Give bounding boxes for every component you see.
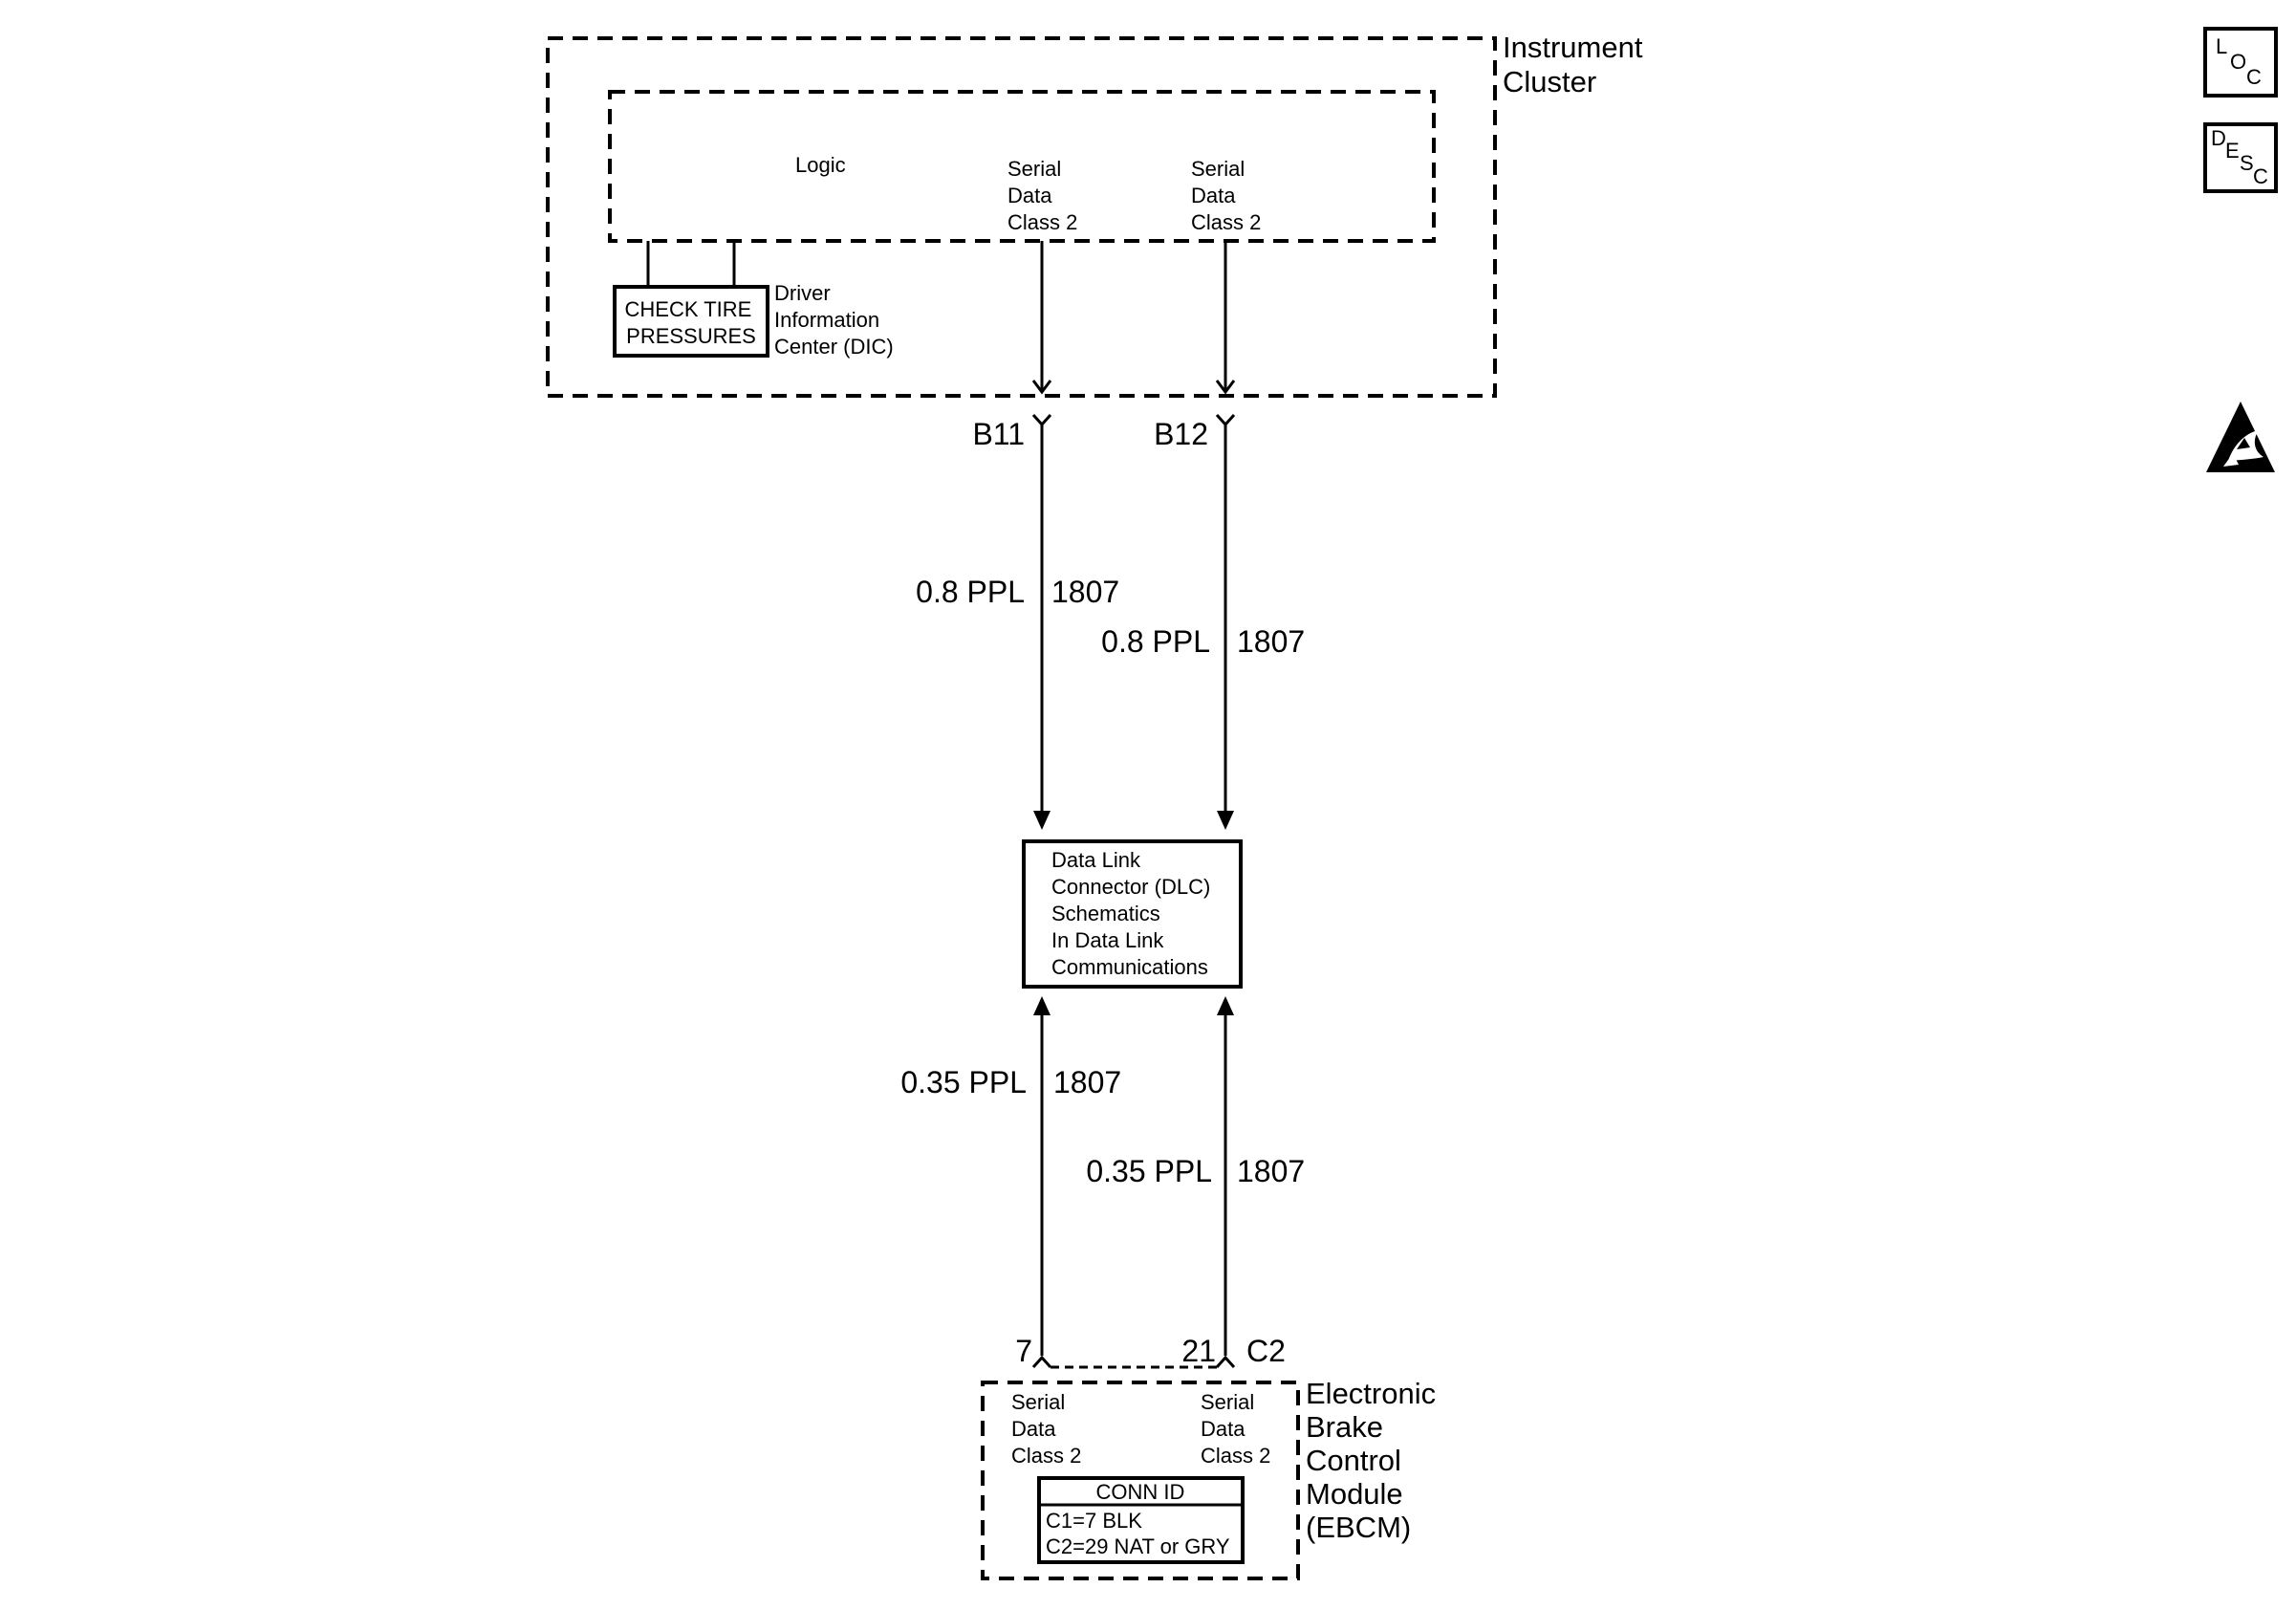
esd-warning-icon[interactable]: [2206, 402, 2275, 472]
cluster-internal-arrow-left: [1031, 380, 1052, 395]
logic-boundary: [608, 90, 1436, 243]
svg-text:C: C: [2246, 65, 2262, 89]
cluster-serial-data-left: Serial Data Class 2: [1007, 157, 1077, 234]
wire-upper-right-arrow: [1217, 811, 1234, 830]
location-icon[interactable]: L O C: [2203, 27, 2278, 98]
svg-text:O: O: [2230, 50, 2246, 74]
dlc: Data Link Connector (DLC) Schematics In …: [1022, 839, 1243, 989]
dic-label: Driver Information Center (DIC): [774, 281, 894, 359]
dic-message-box: [613, 285, 769, 358]
dic-message-text: CHECK TIRE PRESSURES: [625, 297, 758, 348]
ebcm-boundary: [981, 1381, 1300, 1580]
connector-pin-21-label: 21: [1181, 1334, 1216, 1368]
dlc-reference-text: Data Link Connector (DLC) Schematics In …: [1051, 848, 1216, 979]
wire-lower-right-arrow: [1217, 996, 1234, 1015]
ebcm-serial-data-left: Serial Data Class 2: [1011, 1390, 1081, 1468]
conn-id-header: CONN ID: [1096, 1480, 1185, 1504]
cluster-serial-data-right: Serial Data Class 2: [1191, 157, 1261, 234]
bottom-connector: 7 21 C2: [1015, 1334, 1286, 1369]
svg-text:S: S: [2240, 151, 2254, 175]
connector-pin-21-symbol: [1215, 1355, 1236, 1369]
connector-b11-label: B11: [972, 417, 1025, 451]
wire-upper-right-gauge: 0.8 PPL: [1101, 624, 1210, 659]
connector-c2-label: C2: [1246, 1334, 1286, 1368]
dlc-box: [1022, 839, 1243, 989]
cluster-internal-arrow-right: [1215, 380, 1236, 395]
conn-id-row-2: C2=29 NAT or GRY: [1046, 1534, 1230, 1558]
wire-lower-left-arrow: [1033, 996, 1051, 1015]
upper-wires: 0.8 PPL 1807 0.8 PPL 1807: [916, 424, 1305, 830]
description-icon[interactable]: D E S C: [2203, 122, 2278, 193]
wire-lower-left-gauge: 0.35 PPL: [900, 1065, 1027, 1099]
conn-id-row-1: C1=7 BLK: [1046, 1509, 1142, 1533]
svg-text:D: D: [2211, 126, 2226, 150]
instrument-cluster-boundary: [546, 36, 1497, 398]
connector-b12-label: B12: [1154, 417, 1208, 451]
connector-b11-symbol: [1031, 413, 1052, 427]
wire-upper-left-gauge: 0.8 PPL: [916, 575, 1025, 609]
ebcm-serial-data-right: Serial Data Class 2: [1201, 1390, 1270, 1468]
instrument-cluster-title: Instrument Cluster: [1503, 31, 1651, 98]
connector-pin-7-label: 7: [1015, 1334, 1032, 1368]
instrument-cluster: Instrument Cluster Logic Serial Data Cla…: [546, 31, 1651, 398]
wire-upper-right-circuit: 1807: [1237, 624, 1305, 659]
lower-wires: 0.35 PPL 1807 0.35 PPL 1807: [900, 996, 1305, 1356]
wire-lower-right-circuit: 1807: [1237, 1154, 1305, 1188]
connector-b12-symbol: [1215, 413, 1236, 427]
svg-text:L: L: [2216, 34, 2227, 58]
ebcm: Electronic Brake Control Module (EBCM) S…: [981, 1377, 1444, 1580]
wire-lower-right-gauge: 0.35 PPL: [1086, 1154, 1212, 1188]
wire-upper-left-circuit: 1807: [1051, 575, 1119, 609]
top-connectors: B11 B12: [972, 413, 1236, 451]
wire-upper-left-arrow: [1033, 811, 1051, 830]
logic-label: Logic: [795, 153, 846, 177]
svg-text:C: C: [2253, 164, 2268, 188]
conn-id-box: [1037, 1476, 1245, 1564]
ebcm-title: Electronic Brake Control Module (EBCM): [1306, 1377, 1444, 1544]
conn-id-table: CONN ID C1=7 BLK C2=29 NAT or GRY: [1037, 1476, 1245, 1564]
connector-pin-7-symbol: [1031, 1355, 1052, 1369]
svg-text:E: E: [2225, 139, 2240, 163]
wire-lower-left-circuit: 1807: [1053, 1065, 1121, 1099]
